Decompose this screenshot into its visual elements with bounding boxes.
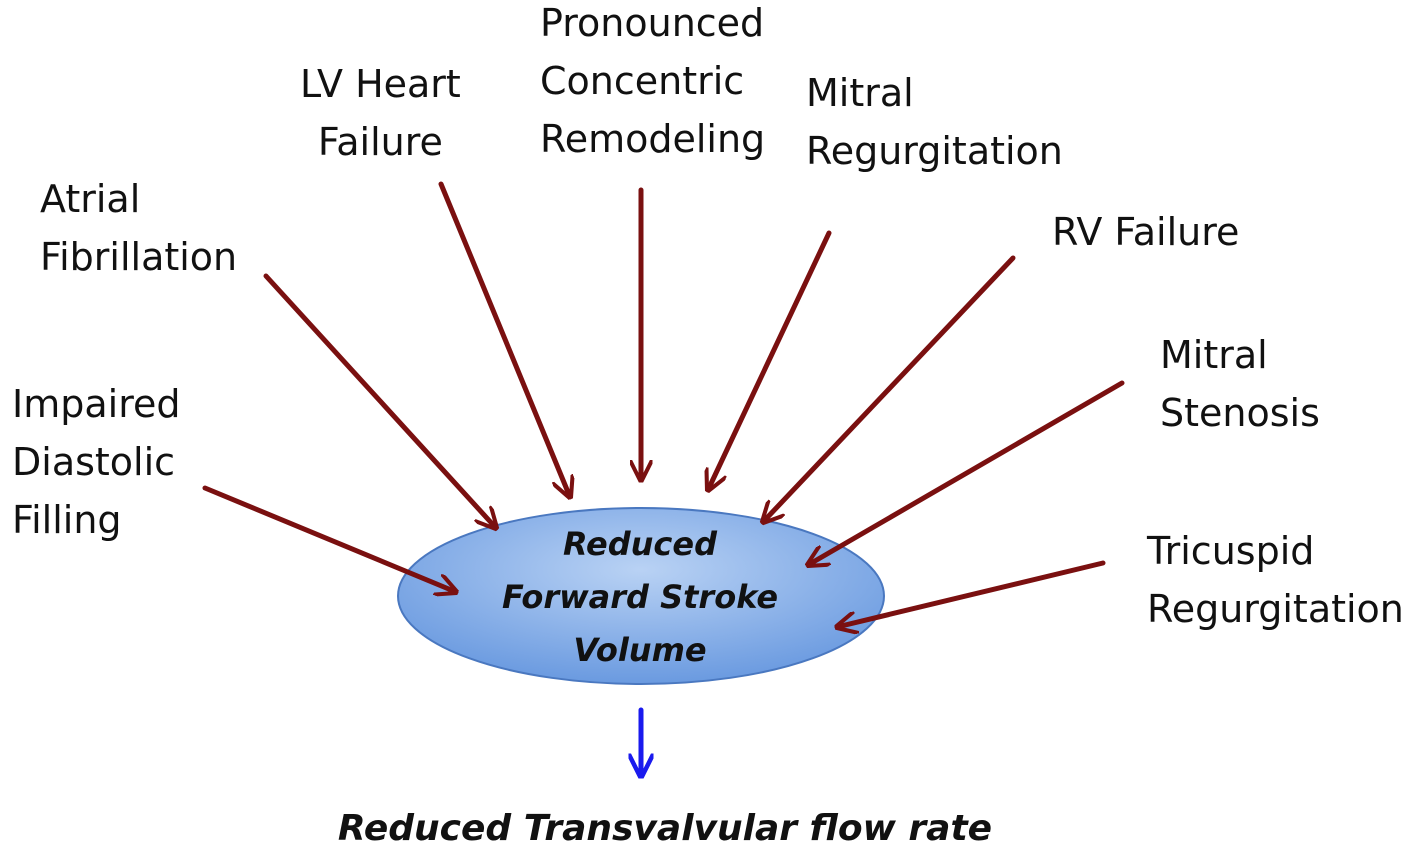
cause-line: Stenosis [1160, 391, 1320, 435]
center-line: Reduced [562, 525, 717, 563]
cause-line: Fibrillation [40, 235, 238, 279]
cause-line: Mitral [1160, 333, 1268, 377]
cause-line: Regurgitation [806, 129, 1063, 173]
arrow-rv-failure [763, 255, 1016, 522]
arrow-impaired-diastolic-filling [202, 485, 456, 592]
cause-line: Impaired [12, 382, 181, 426]
outcome-label: Reduced Transvalvular flow rate [337, 808, 993, 849]
cause-line: Mitral [806, 71, 914, 115]
cause-line: Pronounced [540, 1, 765, 45]
cause-line: Concentric [540, 59, 745, 103]
arrow-mitral-regurgitation [708, 230, 832, 490]
cause-atrial-fibrillation: Atrial Fibrillation [40, 170, 237, 286]
arrow-tricuspid-regurgitation [837, 560, 1106, 627]
center-label: Reduced Forward Stroke Volume [440, 518, 840, 677]
arrow-lv-heart-failure [438, 181, 570, 497]
cause-line: LV Heart [300, 62, 461, 106]
cause-line: Remodeling [540, 117, 766, 161]
arrow-mitral-stenosis [808, 380, 1125, 565]
center-ellipse [397, 507, 885, 685]
cause-mitral-stenosis: Mitral Stenosis [1160, 326, 1320, 442]
cause-line: Filling [12, 498, 122, 542]
cause-line: Atrial [40, 177, 141, 221]
cause-line: Regurgitation [1147, 587, 1404, 631]
cause-rv-failure: RV Failure [1052, 203, 1239, 261]
cause-lv-heart-failure: LV Heart Failure [300, 55, 461, 171]
cause-line: Failure [317, 120, 443, 164]
cause-line: RV Failure [1052, 210, 1240, 254]
cause-line: Diastolic [12, 440, 176, 484]
cause-concentric-remodeling: Pronounced Concentric Remodeling [540, 0, 765, 168]
center-line: Volume [573, 631, 707, 669]
cause-tricuspid-regurgitation: Tricuspid Regurgitation [1147, 522, 1404, 638]
cause-impaired-diastolic-filling: Impaired Diastolic Filling [12, 375, 180, 549]
arrow-atrial-fibrillation [263, 273, 496, 528]
cause-line: Tricuspid [1147, 529, 1315, 573]
cause-mitral-regurgitation: Mitral Regurgitation [806, 64, 1063, 180]
center-line: Forward Stroke [501, 578, 779, 616]
